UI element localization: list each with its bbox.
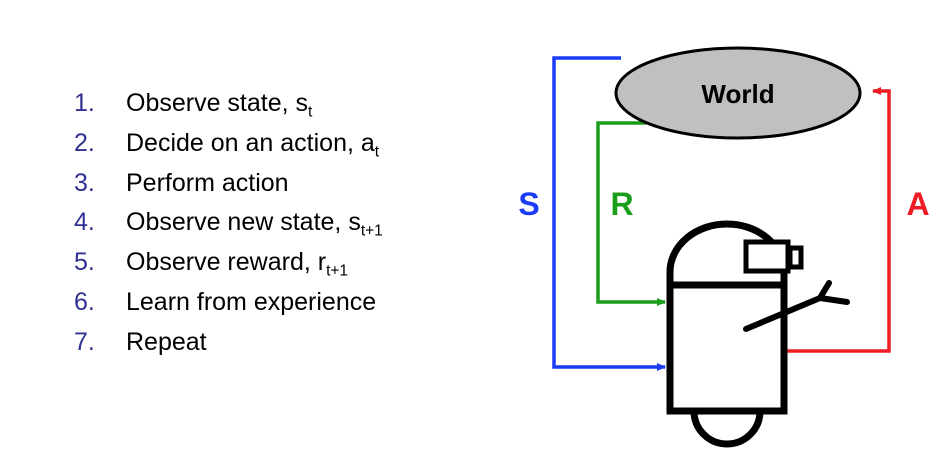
step-subscript: t bbox=[374, 143, 380, 161]
world-label: World bbox=[701, 79, 774, 109]
step-text: Learn from experience bbox=[126, 287, 377, 316]
state-arrow bbox=[552, 56, 666, 371]
robot-base bbox=[690, 407, 764, 448]
step-text: Observe state, s bbox=[126, 89, 309, 117]
step-number: 7. bbox=[74, 327, 95, 356]
step-text: Repeat bbox=[126, 327, 207, 356]
robot-body bbox=[666, 281, 788, 415]
step-number: 6. bbox=[74, 287, 95, 316]
world-ellipse bbox=[614, 46, 862, 140]
camera-lens-icon bbox=[787, 245, 804, 270]
step-number: 1. bbox=[74, 89, 95, 117]
reward-arrow bbox=[596, 121, 666, 306]
step-item: 7. Repeat bbox=[74, 323, 383, 363]
step-subscript: t+1 bbox=[326, 262, 349, 280]
action-arrow bbox=[786, 87, 891, 353]
camera-icon bbox=[743, 239, 791, 274]
step-subscript: t bbox=[308, 103, 313, 121]
step-number: 5. bbox=[74, 248, 95, 277]
step-item: 6. Learn from experience bbox=[74, 283, 383, 323]
step-text: Observe new state, s bbox=[126, 208, 361, 237]
action-label: A bbox=[906, 186, 929, 222]
step-text: Decide on an action, a bbox=[126, 128, 375, 157]
step-number: 2. bbox=[74, 128, 95, 157]
step-number: 3. bbox=[74, 168, 95, 197]
robot-agent bbox=[666, 220, 850, 448]
step-item: 3. Perform action bbox=[74, 164, 383, 204]
step-subscript: t+1 bbox=[360, 222, 383, 240]
robot-arm-icon bbox=[743, 280, 850, 332]
step-number: 4. bbox=[74, 208, 95, 237]
step-item: 2. Decide on an action, at bbox=[74, 124, 383, 164]
step-text: Perform action bbox=[126, 168, 289, 197]
state-label: S bbox=[518, 186, 539, 222]
step-item: 5. Observe reward, rt+1 bbox=[74, 243, 383, 283]
step-text: Observe reward, r bbox=[126, 248, 327, 277]
steps-list: 1.Observe state, st 2.Decide on an actio… bbox=[74, 84, 383, 363]
step-item: 1. Observe state, st bbox=[74, 84, 383, 124]
step-item: 4. Observe new state, st+1 bbox=[74, 203, 383, 243]
reward-label: R bbox=[610, 186, 633, 222]
